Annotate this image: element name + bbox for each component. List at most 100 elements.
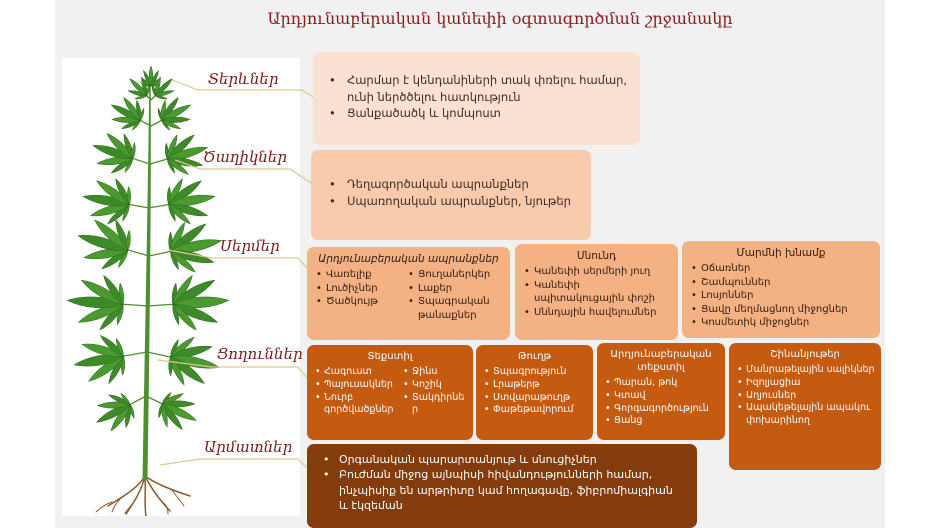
hemp-leaf xyxy=(148,178,216,225)
group-list: Մանրաթելային սալիկներ Իզոլյացիա Աղյուսնե… xyxy=(735,364,875,428)
leaf-stalk xyxy=(150,95,156,101)
hemp-leaf xyxy=(148,221,223,273)
leaves-uses-list: Հարմար է կենդանիների տակ փռելու համար, ո… xyxy=(321,72,628,122)
list-item: Ցանքածածկ և կոմպոստ xyxy=(321,105,628,122)
list-item: Վառելիք xyxy=(313,268,401,282)
list-item: Հագուստ xyxy=(313,366,397,379)
plant-stem xyxy=(142,74,151,480)
hemp-leaf xyxy=(73,334,148,385)
plant-roots xyxy=(95,475,191,516)
group-title: Մարմնի խնամք xyxy=(736,247,826,259)
list-item: Տպագրություն xyxy=(482,366,587,379)
leaf-stalk xyxy=(140,119,152,127)
root xyxy=(144,476,147,516)
list-item: Պարան, թոկ xyxy=(603,377,719,390)
rootlet xyxy=(95,501,113,513)
stems-building-materials-box: Շինանյութեր Մանրաթելային սալիկներ Իզոլյա… xyxy=(729,343,881,470)
leaves-uses-box: Հարմար է կենդանիների տակ փռելու համար, ո… xyxy=(313,52,640,145)
list-item: Օճառներ xyxy=(688,262,874,276)
group-title: Թուղթ xyxy=(517,351,551,362)
list-item: Աղյուսներ xyxy=(735,390,875,403)
group-list: Պարան, թոկ Կտավ Գորգագործություն Ցանց xyxy=(603,377,719,428)
hemp-leaf xyxy=(77,219,150,270)
leaf-stalk xyxy=(123,351,148,357)
list-item: Պայուսակներ xyxy=(313,379,397,392)
label-seeds: Սերմեր xyxy=(220,237,280,255)
leaf-stalk xyxy=(147,303,173,307)
hemp-leaf xyxy=(110,96,152,131)
hemp-leaf xyxy=(146,336,221,386)
leaf-stalk xyxy=(146,95,152,101)
list-item: Ստվարաթուղթ xyxy=(482,392,587,405)
hemp-leaf xyxy=(147,274,230,331)
leaf-stalk xyxy=(146,351,171,358)
seeds-body-care-box: Մարմնի խնամք Օճառներ Շամպուններ Լոսյոննե… xyxy=(682,241,880,338)
hemp-leaf xyxy=(145,391,197,431)
list-item: Գորգագործություն xyxy=(603,403,719,416)
stems-textile-box: Տեքստիլ Հագուստ Պայուսակներ Նուրբ գործվա… xyxy=(307,345,473,440)
hemp-leaflet xyxy=(131,141,136,160)
label-flowers: Ծաղիկներ xyxy=(203,148,287,166)
group-list: Հագուստ Պայուսակներ Նուրբ գործվածքներ Ջի… xyxy=(313,366,467,417)
hemp-leaflet xyxy=(146,83,151,97)
hemp-leaflet xyxy=(115,337,124,357)
list-item: Իզոլյացիա xyxy=(735,377,875,390)
leaf-stalk xyxy=(145,395,163,405)
list-item: Տակդիրներ xyxy=(401,392,467,418)
label-roots: Արմատներ xyxy=(204,438,293,456)
flowers-uses-list: Դեղագործական ապրանքներ Սպառողական ապրանք… xyxy=(321,176,579,209)
label-stems: Ցողուններ xyxy=(217,345,303,363)
list-item: Տպագրական թանաքներ xyxy=(405,295,504,322)
leaf-stalk xyxy=(148,250,171,257)
roots-uses-list: Օրգանական պարարտանյութ և սնուցիչներ Բուժ… xyxy=(315,452,685,514)
list-item: Դեղագործական ապրանքներ xyxy=(321,176,579,193)
hemp-leaflet xyxy=(119,282,125,305)
hemp-leaflet xyxy=(168,203,176,222)
list-item: Լաքեր xyxy=(405,282,504,296)
hemp-leaf xyxy=(140,65,162,87)
list-item: Օրգանական պարարտանյութ և սնուցիչներ xyxy=(315,452,685,468)
hemp-leaf xyxy=(66,274,149,331)
hemp-leaflet xyxy=(161,119,171,131)
list-item: Մանրաթելային սալիկներ xyxy=(735,364,875,377)
hemp-leaflet xyxy=(154,95,168,100)
flowers-uses-box: Դեղագործական ապրանքներ Սպառողական ապրանք… xyxy=(311,150,591,240)
list-item: Սննդային հավելումներ xyxy=(521,306,672,320)
leaf-stalk xyxy=(148,203,169,209)
list-item: Կանեփի սերմերի յուղ xyxy=(521,265,672,279)
group-title: Տեքստիլ xyxy=(367,351,413,362)
roots-uses-box: Օրգանական պարարտանյութ և սնուցիչներ Բուժ… xyxy=(307,444,697,528)
list-item: Ջինս xyxy=(401,366,467,379)
group-title: Սնունդ xyxy=(576,250,617,262)
hemp-leaf xyxy=(82,178,150,225)
list-item: Ապակեթելային ապակու փոխարինող xyxy=(735,402,875,428)
list-item: Սպառողական ապրանքներ, նյութեր xyxy=(321,193,579,210)
list-item: Կոշիկ xyxy=(401,379,467,392)
list-item: Լուծիչներ xyxy=(313,282,401,296)
hemp-leaflet xyxy=(167,158,176,174)
leaf-stalk xyxy=(129,203,150,209)
hemp-leaf xyxy=(149,134,209,175)
leaf-stalk xyxy=(129,395,147,406)
list-item: Փաթեթավորում xyxy=(482,404,587,417)
list-item: Կանեփի սպիտակուցային փոշի xyxy=(521,279,672,306)
hemp-leaf xyxy=(92,132,151,174)
rootlet xyxy=(124,501,135,514)
page-title: Արդյունաբերական կանեփի օգտագործման շրջան… xyxy=(267,9,733,28)
hemp-leaf xyxy=(95,392,147,432)
rootlet xyxy=(159,499,169,515)
seeds-food-box: Սնունդ Կանեփի սերմերի յուղ Կանեփի սպիտակ… xyxy=(515,244,678,340)
group-title: Շինանյութեր xyxy=(770,349,840,360)
hemp-leaf xyxy=(150,76,175,101)
group-list: Տպագրություն Լրաթերթ Ստվարաթուղթ Փաթեթավ… xyxy=(482,366,587,417)
hemp-leaf xyxy=(150,96,192,131)
root xyxy=(144,475,191,497)
group-list: Կանեփի սերմերի յուղ Կանեփի սպիտակուցային… xyxy=(521,265,672,319)
rootlet xyxy=(171,489,185,507)
leaf-stalk xyxy=(132,157,151,165)
stems-industrial-textile-box: Արդյունաբերական տեքստիլ Պարան, թոկ Կտավ … xyxy=(597,343,725,440)
hemp-leaflet xyxy=(168,356,173,377)
hemp-leaf xyxy=(127,76,152,101)
leaf-stalk xyxy=(123,303,149,307)
